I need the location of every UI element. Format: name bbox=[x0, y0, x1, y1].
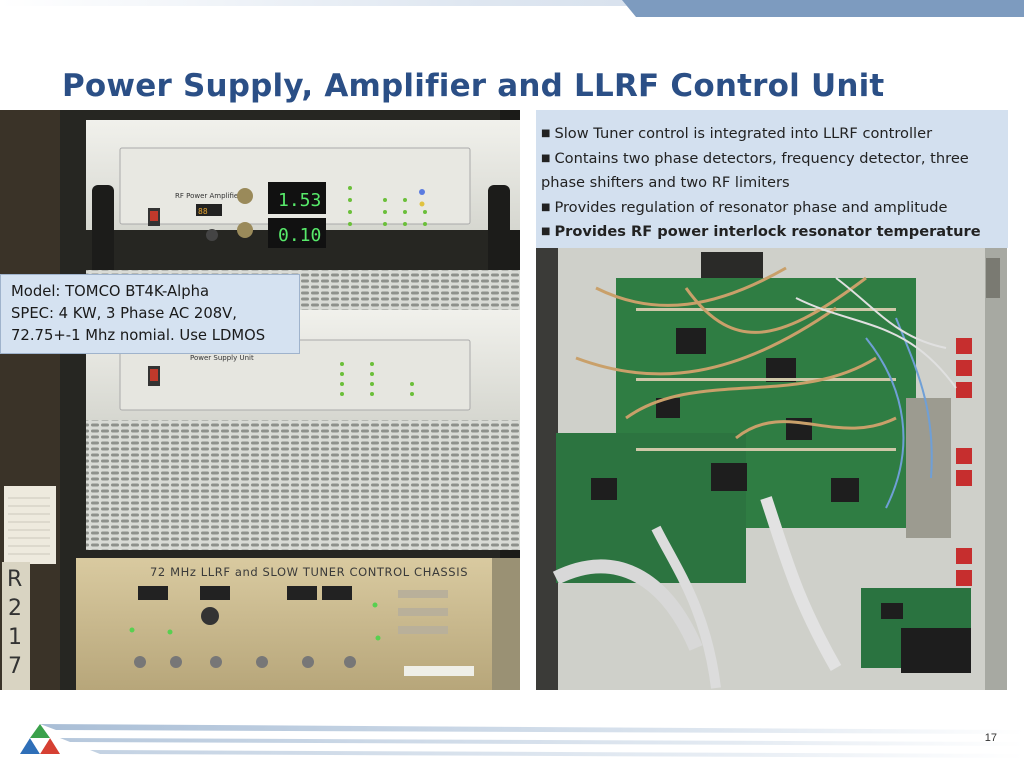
logo-icon bbox=[20, 724, 60, 754]
model-info-box: Model: TOMCO BT4K-Alpha SPEC: 4 KW, 3 Ph… bbox=[0, 274, 300, 354]
bullet-item: ■Provides RF power interlock resonator t… bbox=[541, 223, 981, 248]
svg-text:Power Supply Unit: Power Supply Unit bbox=[190, 354, 254, 362]
svg-text:88: 88 bbox=[198, 207, 208, 216]
svg-text:R: R bbox=[7, 567, 22, 592]
spec-line: SPEC: 4 KW, 3 Phase AC 208V, bbox=[11, 305, 237, 322]
rack-photo: R 2 1 7 RF Power Amplifier 88 1.53 0.10 bbox=[0, 110, 520, 690]
bullet-box: ■Slow Tuner control is integrated into L… bbox=[536, 110, 1008, 248]
svg-text:72 MHz LLRF and SLOW TUNER CO: 72 MHz LLRF and SLOW TUNER CONTROL CHASS… bbox=[150, 565, 468, 579]
square-bullet-icon: ■ bbox=[541, 128, 551, 139]
top-band-accent bbox=[622, 0, 1024, 17]
page-number: 17 bbox=[984, 732, 997, 744]
bottom-decoration bbox=[20, 724, 1024, 758]
rack-photo-drawing: R 2 1 7 RF Power Amplifier 88 1.53 0.10 bbox=[0, 110, 520, 690]
frequency-line: 72.75+-1 Mhz nomial. Use LDMOS bbox=[11, 327, 266, 344]
svg-text:0.10: 0.10 bbox=[278, 225, 321, 246]
square-bullet-icon: ■ bbox=[541, 226, 551, 237]
svg-text:7: 7 bbox=[8, 654, 22, 679]
top-band-light bbox=[0, 0, 1024, 6]
llrf-board-photo bbox=[536, 248, 1007, 690]
bullet-item: ■Contains two phase detectors, frequency… bbox=[541, 149, 969, 192]
svg-text:1: 1 bbox=[8, 625, 22, 650]
square-bullet-icon: ■ bbox=[541, 152, 551, 164]
svg-text:RF Power Amplifier: RF Power Amplifier bbox=[175, 192, 241, 200]
svg-text:1.53: 1.53 bbox=[278, 190, 321, 211]
square-bullet-icon: ■ bbox=[541, 201, 551, 213]
top-decorative-band bbox=[0, 0, 1024, 18]
bullet-item: ■Slow Tuner control is integrated into L… bbox=[541, 125, 933, 142]
bullet-item: ■Provides regulation of resonator phase … bbox=[541, 198, 948, 216]
slide-title: Power Supply, Amplifier and LLRF Control… bbox=[62, 68, 885, 104]
llrf-board-drawing bbox=[536, 248, 1007, 690]
svg-text:2: 2 bbox=[8, 596, 22, 621]
model-line: Model: TOMCO BT4K-Alpha bbox=[11, 283, 210, 300]
